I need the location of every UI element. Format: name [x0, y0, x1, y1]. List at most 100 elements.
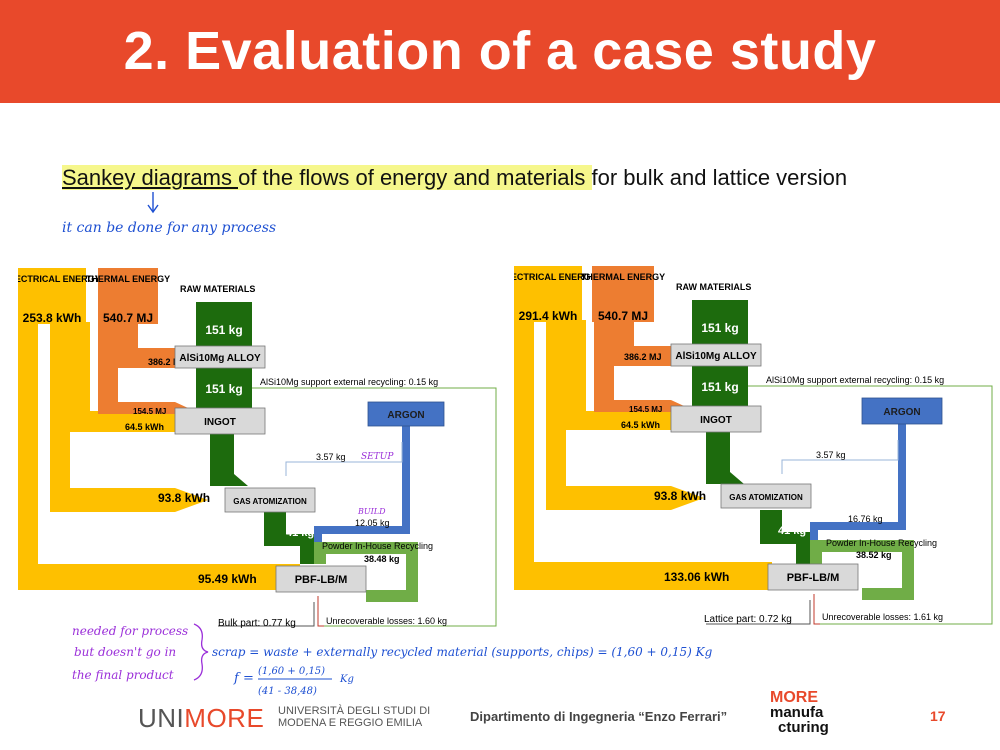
ingot-label: INGOT — [204, 417, 236, 428]
losses-label: Unrecoverable losses: 1.61 kg — [822, 612, 943, 622]
thermal-value: 540.7 MJ — [598, 309, 648, 323]
logo-more: MORE — [770, 689, 818, 706]
ingot-label: INGOT — [700, 415, 732, 426]
argon-label: ARGON — [883, 407, 920, 418]
part-label: Bulk part: 0.77 kg — [218, 618, 296, 629]
support-border — [252, 387, 497, 627]
alloy-box — [670, 343, 762, 367]
subtitle-highlight: of the flows of energy and materials — [238, 165, 592, 190]
f-unit: Kg — [339, 674, 354, 685]
setup-line — [285, 442, 403, 476]
material-flows — [196, 302, 314, 564]
f-denominator: (41 - 38,48) — [258, 686, 317, 697]
f-numerator: (1,60 + 0,15) — [258, 666, 325, 677]
part-label: Lattice part: 0.72 kg — [704, 614, 792, 625]
f-label: f = — [233, 671, 254, 686]
recycling-label: Powder In-House Recycling — [322, 541, 433, 551]
sankey-lattice: ELECTRICAL ENERGY 291.4 kWh THERMAL ENER… — [514, 266, 993, 625]
thermal-label: THERMAL ENERGY — [581, 272, 665, 282]
gas-kwh: 93.8 kWh — [654, 489, 706, 503]
page-number: 17 — [930, 708, 946, 724]
alloy-box — [174, 345, 266, 369]
ingot-mj: 154.5 MJ — [629, 405, 662, 414]
side-note-line-3: the final product — [72, 668, 174, 682]
setup-kg: 3.57 kg — [816, 450, 846, 460]
pbf-box — [275, 565, 367, 593]
gas-out-kg: 41 kg — [286, 527, 314, 539]
department-name: Dipartimento di Ingegneria “Enzo Ferrari… — [470, 709, 728, 724]
thermal-box — [592, 266, 654, 322]
recycling-kg: 38.48 kg — [364, 554, 400, 564]
part-border — [706, 600, 811, 625]
recycling-kg: 38.52 kg — [856, 550, 892, 560]
pbf-kwh: 95.49 kWh — [198, 572, 257, 586]
alloy-mj: 386.2 MJ — [148, 357, 186, 367]
losses-border — [813, 594, 820, 625]
alloy-label: AlSi10Mg ALLOY — [179, 353, 261, 364]
argon-box — [367, 401, 445, 427]
scrap-formula: scrap = waste + externally recycled mate… — [212, 645, 713, 659]
raw-kg: 151 kg — [205, 323, 242, 337]
logo-cturing: cturing — [778, 719, 829, 736]
part-border — [218, 602, 315, 627]
more-manufacturing-logo: MORE manufa cturing — [770, 689, 829, 736]
electrical-box — [18, 268, 86, 324]
build-kg: 12.05 kg — [355, 518, 390, 528]
argon-flow — [810, 424, 906, 564]
material-flows — [692, 300, 810, 564]
unimore-logo-suffix: MORE — [184, 703, 265, 733]
setup-kg: 3.57 kg — [316, 452, 346, 462]
thermal-flows — [98, 322, 190, 414]
arrow-annotation: it can be done for any process — [62, 192, 276, 236]
university-line-1: UNIVERSITÀ DEGLI STUDI DI — [278, 705, 431, 717]
electrical-box — [514, 266, 582, 322]
ingot-kwh: 64.5 kWh — [621, 420, 660, 430]
gas-kwh: 93.8 kWh — [158, 491, 210, 505]
side-note-line-1: needed for process — [72, 624, 188, 638]
gas-box — [720, 483, 812, 509]
unimore-logo: UNIMORE — [138, 703, 264, 734]
thermal-value: 540.7 MJ — [103, 311, 153, 325]
unimore-logo-prefix: UNI — [138, 703, 185, 733]
support-recycling: AlSi10Mg support external recycling: 0.1… — [260, 377, 438, 387]
thermal-label: THERMAL ENERGY — [86, 274, 170, 284]
recycling-loop — [810, 540, 914, 600]
raw-kg: 151 kg — [701, 321, 738, 335]
support-recycling: AlSi10Mg support external recycling: 0.1… — [766, 375, 944, 385]
thermal-box — [98, 268, 158, 324]
arrow-note: it can be done for any process — [62, 220, 276, 236]
setup-line — [781, 440, 899, 474]
pbf-label: PBF-LB/M — [295, 574, 348, 586]
alloy-mj: 386.2 MJ — [624, 352, 662, 362]
losses-label: Unrecoverable losses: 1.60 kg — [326, 616, 447, 626]
university-name: UNIVERSITÀ DEGLI STUDI DI MODENA E REGGI… — [278, 705, 430, 729]
electrical-value: 291.4 kWh — [519, 309, 578, 323]
title-bar: 2. Evaluation of a case study — [0, 0, 1000, 103]
gas-box — [224, 487, 316, 513]
recycling-label: Powder In-House Recycling — [826, 538, 937, 548]
gas-out-kg: 41 kg — [778, 525, 806, 537]
logo-manufa: manufa — [770, 704, 824, 721]
ingot-mj: 154.5 MJ — [133, 407, 166, 416]
pbf-kwh: 133.06 kWh — [664, 570, 729, 584]
alloy-out-kg: 151 kg — [701, 380, 738, 394]
support-border — [748, 385, 993, 625]
slide-subtitle: Sankey diagrams of the flows of energy a… — [62, 165, 847, 191]
ingot-out-kg: 57 kg — [236, 465, 264, 477]
university-line-2: MODENA E REGGIO EMILIA — [278, 717, 423, 729]
pbf-box — [767, 563, 859, 591]
brace-icon — [193, 623, 209, 681]
subtitle-rest: for bulk and lattice version — [591, 165, 848, 190]
handwritten-notes: needed for process but doesn't go in the… — [72, 623, 713, 697]
losses-border — [317, 596, 324, 627]
ingot-kwh: 64.5 kWh — [125, 422, 164, 432]
setup-note: SETUP — [361, 452, 394, 462]
electrical-value: 253.8 kWh — [23, 311, 82, 325]
side-note-line-2: but doesn't go in — [74, 645, 176, 659]
argon-box — [861, 397, 943, 425]
electrical-label: ELECTRICAL ENERGY — [514, 272, 597, 282]
argon-flow — [314, 426, 410, 564]
ingot-box — [670, 405, 762, 433]
slide-title: 2. Evaluation of a case study — [123, 21, 877, 81]
build-note: BUILD — [357, 507, 386, 516]
